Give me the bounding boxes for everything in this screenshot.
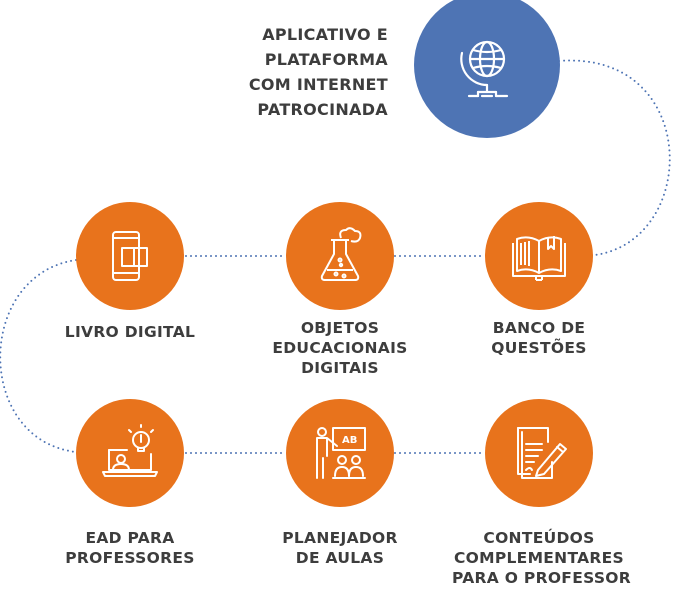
node-objetos-circle xyxy=(286,202,394,310)
node-livro-digital-label: LIVRO DIGITAL xyxy=(56,322,204,342)
node-planejador-label: PLANEJADOR DE AULAS xyxy=(265,528,415,568)
svg-text:AB: AB xyxy=(342,435,357,446)
label-line: DIGITAIS xyxy=(301,359,379,377)
node-conteudos-circle xyxy=(485,399,593,507)
tablet-book-icon xyxy=(112,231,148,281)
classroom-icon: AB xyxy=(316,427,366,479)
label-line: EDUCACIONAIS xyxy=(272,339,408,357)
document-pen-icon xyxy=(517,427,567,479)
node-ead-circle xyxy=(76,399,184,507)
label-line: DE AULAS xyxy=(295,549,385,567)
label-line: LIVRO DIGITAL xyxy=(64,323,196,341)
flask-icon xyxy=(320,227,362,281)
label-line: APLICATIVO E xyxy=(262,25,388,44)
label-line: QUESTÕES xyxy=(491,339,587,357)
node-conteudos-label: CONTEÚDOS COMPLEMENTARES PARA O PROFESSO… xyxy=(452,528,632,588)
node-banco-circle xyxy=(485,202,593,310)
label-line: COM INTERNET xyxy=(248,75,388,94)
label-line: PLANEJADOR xyxy=(282,529,398,547)
label-line: PATROCINADA xyxy=(257,100,388,119)
node-banco-label: BANCO DE QUESTÕES xyxy=(464,318,614,358)
top-node-circle xyxy=(414,0,560,138)
open-book-icon xyxy=(512,236,566,281)
label-line: PLATAFORMA xyxy=(264,50,388,69)
label-line: EAD PARA xyxy=(85,529,175,547)
globe-icon xyxy=(460,40,509,98)
node-planejador-circle: AB xyxy=(286,399,394,507)
label-line: OBJETOS xyxy=(300,319,380,337)
label-line: COMPLEMENTARES xyxy=(453,549,625,567)
top-node-label: APLICATIVO E PLATAFORMA COM INTERNET PAT… xyxy=(230,22,388,122)
label-line: PROFESSORES xyxy=(65,549,195,567)
label-line: CONTEÚDOS xyxy=(483,529,595,547)
node-livro-digital-circle xyxy=(76,202,184,310)
label-line: PARA O PROFESSOR xyxy=(452,569,632,587)
laptop-lightbulb-icon xyxy=(102,424,158,477)
node-objetos-label: OBJETOS EDUCACIONAIS DIGITAIS xyxy=(265,318,415,378)
label-line: BANCO DE xyxy=(492,319,586,337)
node-ead-label: EAD PARA PROFESSORES xyxy=(56,528,204,568)
